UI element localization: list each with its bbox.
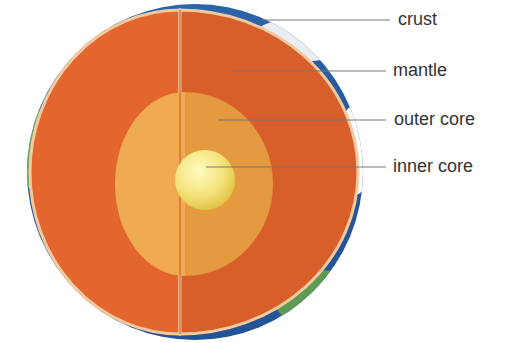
leader-line <box>218 120 386 121</box>
part-label: inner core <box>393 155 473 177</box>
leader-line <box>230 71 386 72</box>
inner-core-sphere <box>175 150 235 210</box>
part-label: crust <box>398 8 437 30</box>
leader-line <box>206 167 386 168</box>
part-label: mantle <box>393 59 447 81</box>
part-label: outer core <box>394 108 475 130</box>
leader-line <box>262 20 390 21</box>
outer-core-left-face <box>115 92 185 276</box>
